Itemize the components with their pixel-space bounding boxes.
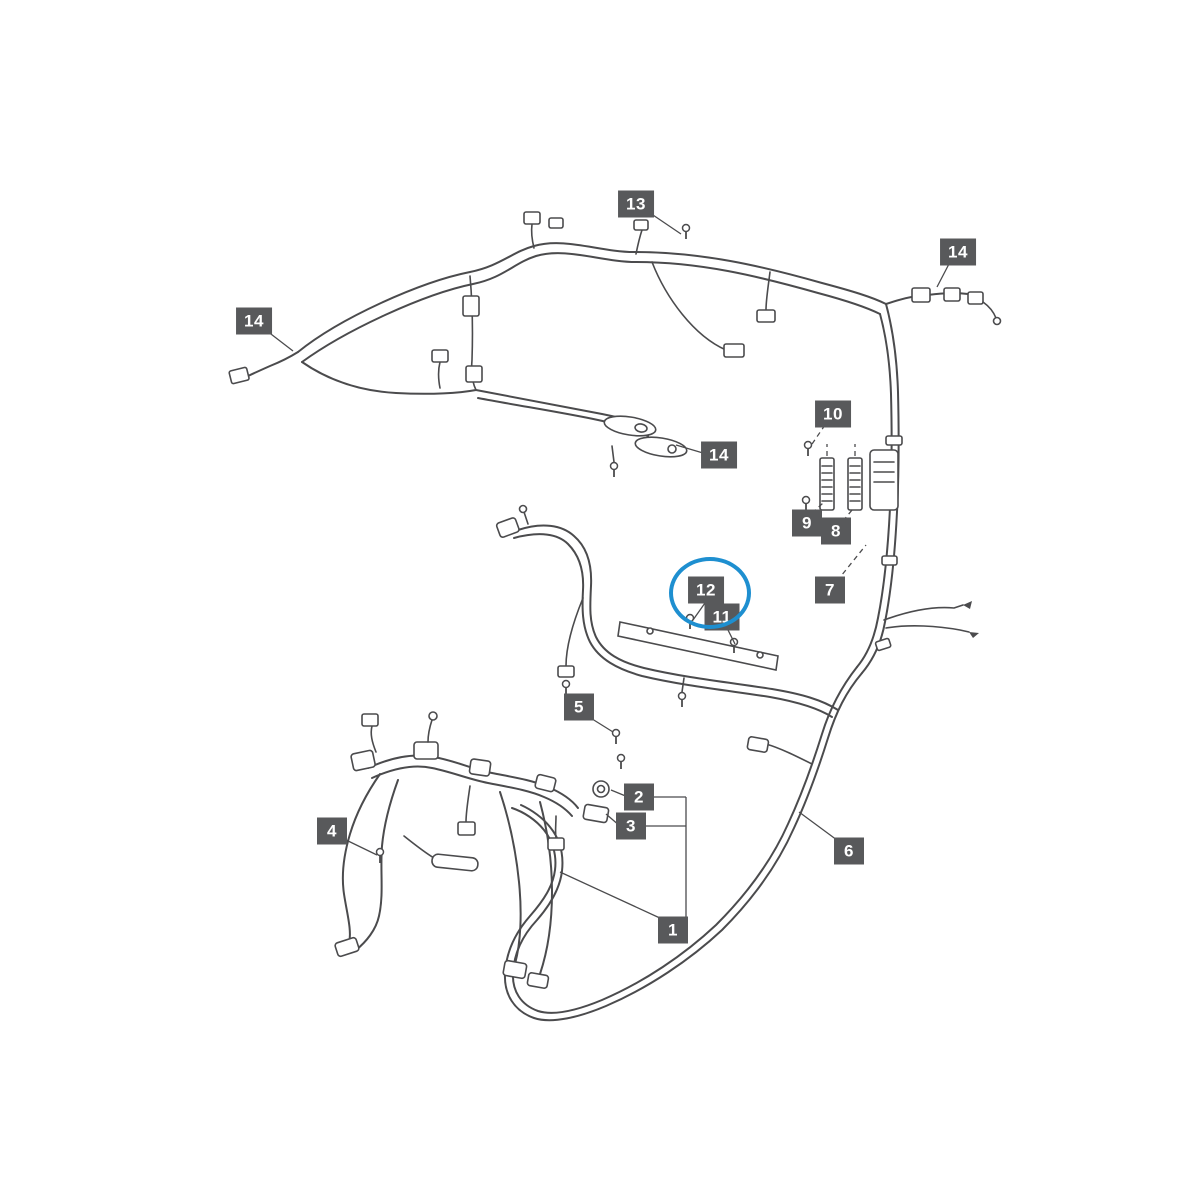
callout-label-6: 6 [834,837,864,865]
callout-label-12: 12 [688,576,724,604]
callout-label-14: 14 [236,307,272,335]
callout-label-8: 8 [821,517,851,545]
callout-label-1: 1 [658,916,688,944]
callout-label-4: 4 [317,817,347,845]
callout-label-5: 5 [564,693,594,721]
callout-label-10: 10 [815,400,851,428]
callout-label-11: 11 [704,603,740,631]
callout-label-2: 2 [624,783,654,811]
callout-label-3: 3 [616,812,646,840]
callout-label-7: 7 [815,576,845,604]
callout-label-9: 9 [792,509,822,537]
callout-label-14: 14 [701,441,737,469]
callout-label-14: 14 [940,238,976,266]
callout-label-13: 13 [618,190,654,218]
